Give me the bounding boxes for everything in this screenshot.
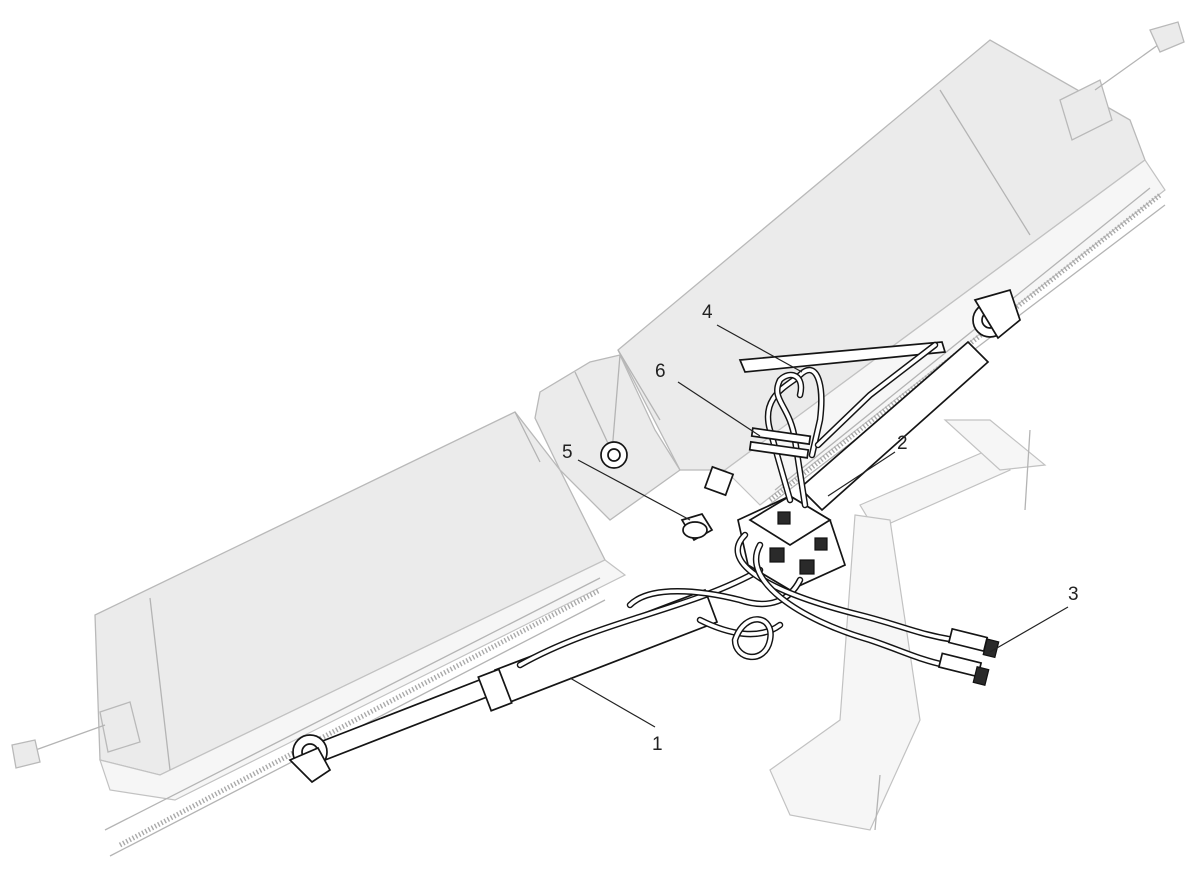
quick-couplers bbox=[937, 627, 1000, 686]
leader-1 bbox=[569, 677, 656, 728]
leader-6 bbox=[677, 381, 761, 437]
right-handle bbox=[1149, 21, 1185, 53]
callout-4: 4 bbox=[702, 302, 713, 323]
callout-3: 3 bbox=[1068, 584, 1079, 605]
right-wing-front bbox=[724, 159, 1166, 506]
dust-cap bbox=[680, 465, 735, 542]
hydraulic-cylinder-left bbox=[288, 588, 719, 784]
right-wing-fold bbox=[617, 89, 1031, 421]
left-wing-fold bbox=[149, 411, 541, 771]
callout-leaders bbox=[569, 324, 1069, 728]
left-wing-front bbox=[99, 559, 627, 801]
leader-5 bbox=[577, 459, 691, 521]
callout-2: 2 bbox=[897, 433, 908, 454]
leader-2 bbox=[827, 451, 896, 497]
left-wing-teeth bbox=[118, 587, 602, 848]
hose-clamp bbox=[750, 427, 812, 446]
right-end-bracket bbox=[1059, 79, 1113, 141]
hydraulic-hoses bbox=[516, 341, 959, 669]
callout-6: 6 bbox=[655, 361, 666, 382]
blade-ghost bbox=[11, 21, 1185, 857]
valve-block bbox=[737, 495, 847, 591]
hydraulic-cylinder-right bbox=[738, 288, 1021, 512]
callout-labels: 1 2 3 4 5 6 bbox=[562, 302, 1079, 755]
callout-1: 1 bbox=[652, 734, 663, 755]
left-end-bracket bbox=[99, 701, 141, 753]
leader-4 bbox=[716, 324, 803, 373]
leader-3 bbox=[989, 606, 1069, 653]
callout-5: 5 bbox=[562, 442, 573, 463]
left-handle bbox=[11, 739, 41, 769]
left-wing-top bbox=[94, 411, 606, 776]
